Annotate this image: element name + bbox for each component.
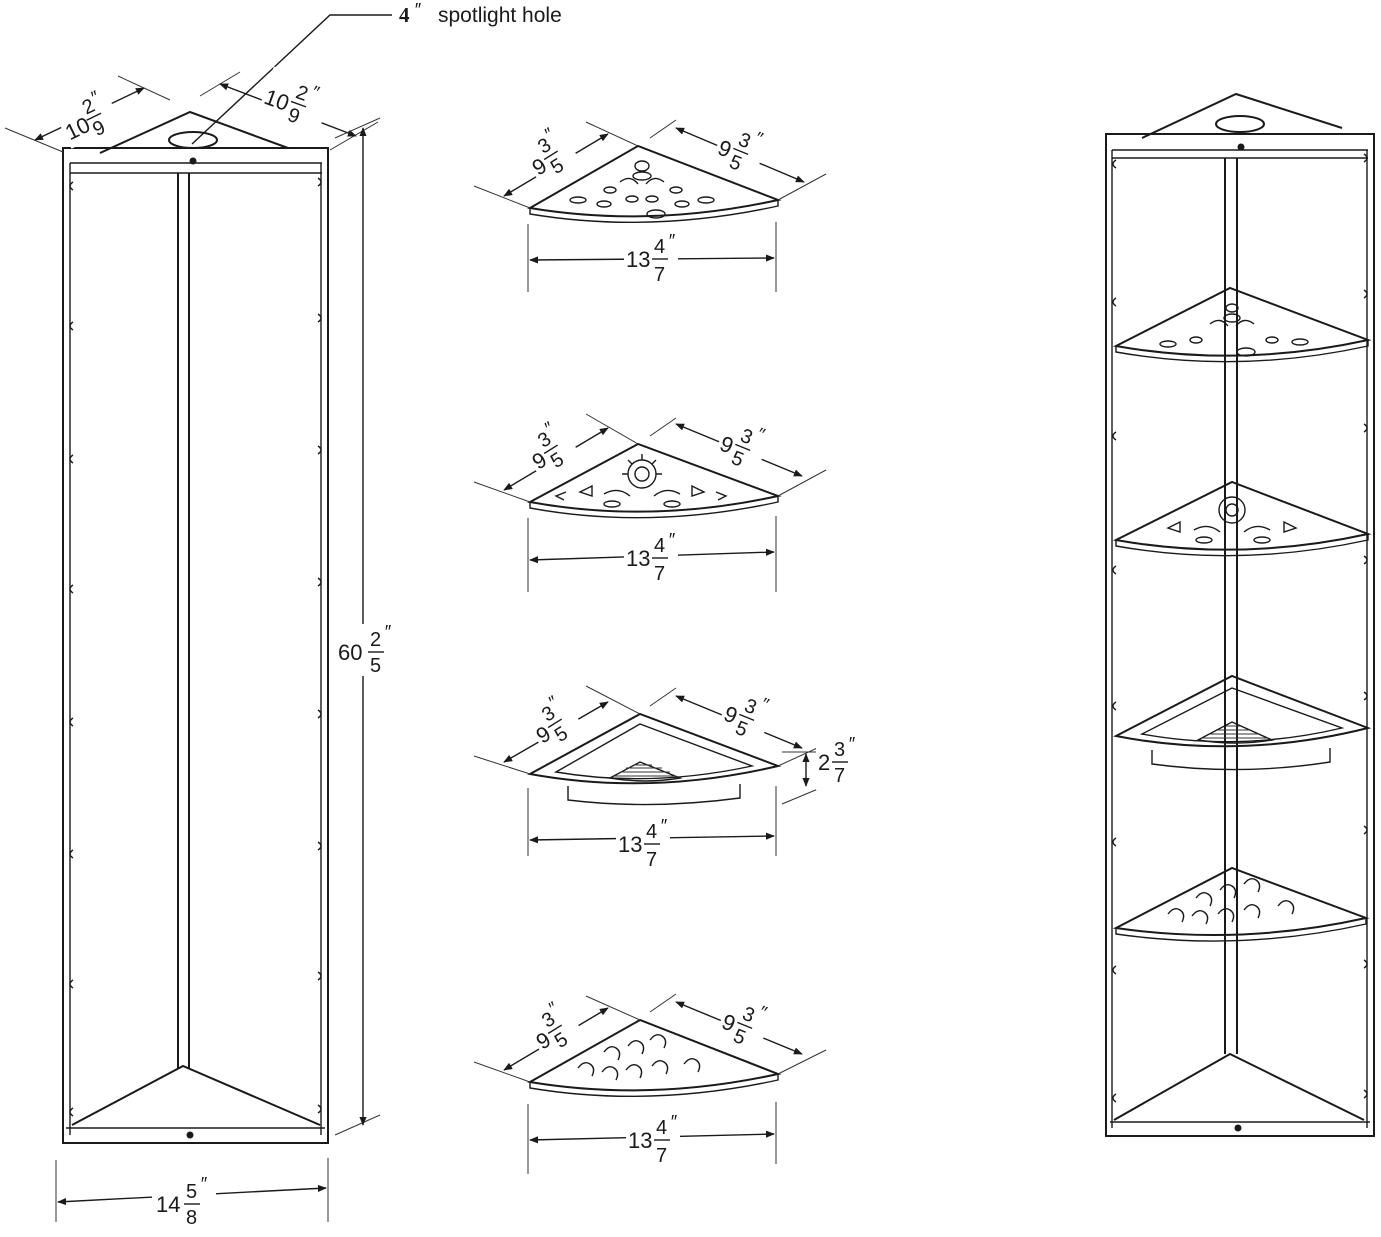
wave-shelf-side-right-label: 9 3 5 ″ (714, 993, 775, 1054)
svg-text:7: 7 (656, 1145, 667, 1167)
svg-text:13: 13 (626, 247, 650, 272)
svg-text:2: 2 (370, 629, 381, 651)
svg-text:14: 14 (156, 1192, 180, 1217)
panel-depth-left-label: 10 2 9 ″ (52, 84, 122, 149)
svg-text:60: 60 (338, 640, 362, 665)
svg-text:4: 4 (654, 535, 665, 557)
svg-text:″: ″ (670, 1112, 677, 1132)
assembled-unit-drawing (1105, 92, 1375, 1137)
side-clips (69, 177, 322, 1117)
svg-text:13: 13 (618, 832, 642, 857)
panel-width-label: 14 5 8 ″ (152, 1174, 216, 1232)
svg-text:3: 3 (834, 739, 845, 761)
callout-unit: ″ (414, 0, 421, 20)
floral-shelf-front-label: 13 4 7 ″ (624, 231, 678, 289)
svg-text:7: 7 (646, 849, 657, 871)
svg-text:13: 13 (628, 1128, 652, 1153)
floral-shelf-drawing (473, 119, 827, 292)
medallion-shelf-side-right-label: 9 3 5 ″ (712, 415, 773, 476)
svg-text:8: 8 (186, 1207, 197, 1229)
medallion-shelf-front-label: 13 4 7 ″ (624, 530, 678, 588)
panel-height-label: 60 2 5 ″ (334, 622, 391, 677)
svg-text:7: 7 (834, 765, 845, 787)
wave-shelf-front-label: 13 4 7 ″ (626, 1112, 680, 1170)
basket-shelf-side-right-label: 9 3 5 ″ (716, 685, 777, 746)
svg-text:5: 5 (186, 1181, 197, 1203)
svg-text:4: 4 (654, 236, 665, 258)
medallion-shelf-side-left-label: 9 3 5 ″ (517, 416, 581, 480)
floral-shelf-side-right-label: 9 3 5 ″ (710, 119, 771, 180)
basket-shelf-depth-label: 2 3 7 ″ (816, 734, 860, 790)
svg-text:″: ″ (668, 231, 675, 251)
svg-text:4: 4 (656, 1117, 667, 1139)
svg-text:″: ″ (200, 1174, 207, 1194)
svg-text:5: 5 (370, 655, 381, 677)
floral-shelf-side-left-label: 9 3 5 ″ (517, 122, 581, 186)
wave-shelf-side-left-label: 9 3 5 ″ (521, 996, 585, 1060)
corner-panel-drawing (4, 71, 381, 1222)
panel-depth-right-label: 10 2 9 ″ (257, 66, 335, 134)
svg-text:7: 7 (654, 264, 665, 286)
svg-text:″: ″ (384, 622, 391, 642)
svg-text:13: 13 (626, 546, 650, 571)
svg-text:7: 7 (654, 563, 665, 585)
basket-shelf-side-left-label: 9 3 5 ″ (521, 690, 585, 754)
svg-text:″: ″ (660, 816, 667, 836)
svg-text:″: ″ (668, 530, 675, 550)
callout-size: 4 (399, 3, 410, 27)
svg-text:4: 4 (646, 821, 657, 843)
basket-shelf-front-label: 13 4 7 ″ (616, 816, 670, 874)
callout-label: spotlight hole (438, 4, 562, 27)
svg-text:2: 2 (818, 750, 830, 775)
svg-text:″: ″ (848, 734, 855, 754)
